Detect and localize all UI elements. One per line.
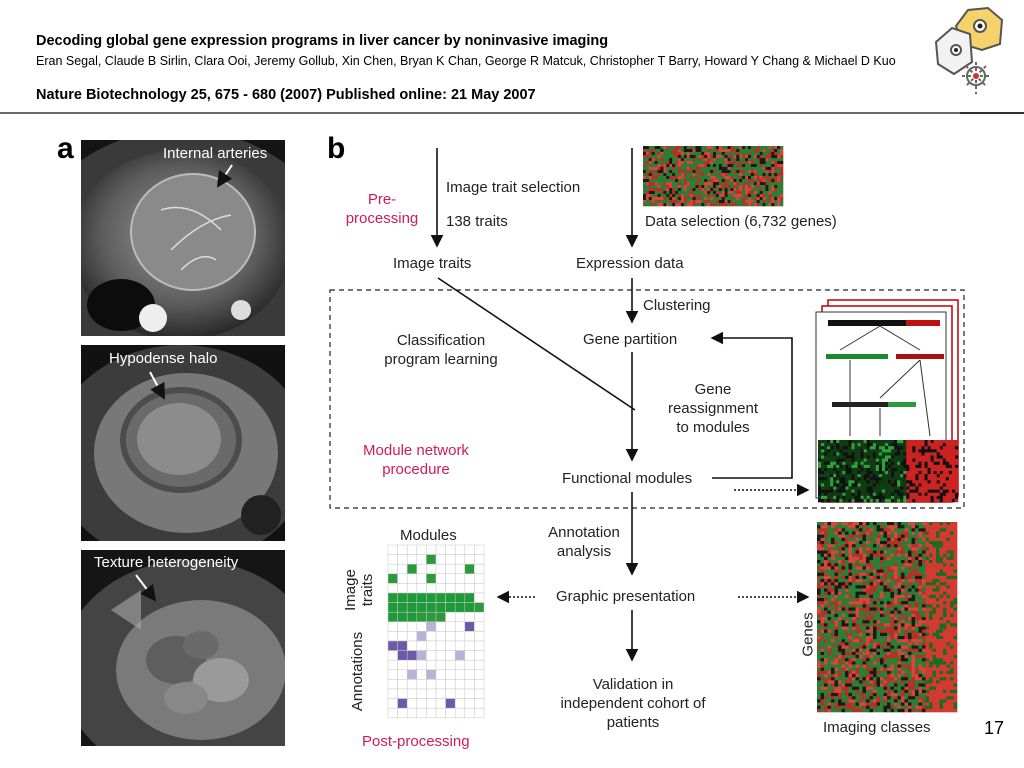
traits-count-label: 138 traits <box>446 213 508 230</box>
expression-data-label: Expression data <box>576 255 684 272</box>
header-divider-accent <box>960 112 1024 114</box>
graphic-presentation-label: Graphic presentation <box>556 588 696 605</box>
panel-a-letter: a <box>57 132 74 165</box>
ct-label-texture-heterogeneity: Texture heterogeneity <box>94 554 239 571</box>
classification-label: Classification program learning <box>384 332 498 368</box>
line-image-traits-diagonal <box>437 277 636 411</box>
modules-label: Modules <box>400 527 457 544</box>
module-network-label: Module network procedure <box>363 442 469 478</box>
gene-reassignment-label: Gene reassignment to modules <box>667 381 759 436</box>
functional-modules-label: Functional modules <box>562 470 693 487</box>
arrow-internal-arteries <box>216 164 233 188</box>
paper-title: Decoding global gene expression programs… <box>36 33 609 49</box>
ct-label-internal-arteries: Internal arteries <box>163 145 268 162</box>
annotation-analysis-label: Annotation analysis <box>548 524 620 560</box>
gene-partition-label: Gene partition <box>583 331 678 348</box>
arrow-feedback-loop <box>710 331 793 479</box>
ct-image-texture-heterogeneity: Texture heterogeneity <box>81 550 285 746</box>
header-divider <box>0 112 1024 114</box>
imaging-classes-heatmap <box>817 522 958 713</box>
cartoon-logo-icon <box>934 6 1004 94</box>
page-number: 17 <box>984 718 1005 738</box>
module-network-box <box>329 289 965 509</box>
pre-processing-label: Pre- processing <box>345 191 419 227</box>
arrow-texture <box>135 574 157 602</box>
ct-image-internal-arteries: Internal arteries <box>81 140 285 336</box>
clustering-label: Clustering <box>643 297 711 314</box>
ct-label-hypodense-halo: Hypodense halo <box>109 350 218 367</box>
module-heatmap <box>818 440 959 503</box>
journal-citation: Nature Biotechnology 25, 675 - 680 (2007… <box>36 87 536 103</box>
annotations-axis-label: Annotations <box>349 631 367 712</box>
data-selection-label: Data selection (6,732 genes) <box>645 213 837 230</box>
genes-axis-label: Genes <box>799 612 817 657</box>
paper-authors: Eran Segal, Claude B Sirlin, Clara Ooi, … <box>36 54 896 68</box>
image-trait-selection-label: Image trait selection <box>446 179 581 196</box>
validation-label: Validation in independent cohort of pati… <box>560 676 706 731</box>
panel-b-letter: b <box>327 132 346 165</box>
image-traits-axis-label: Image traits <box>342 569 376 611</box>
modules-grid <box>387 544 485 719</box>
arrow-hypodense-halo <box>149 371 165 400</box>
image-traits-label: Image traits <box>393 255 472 272</box>
expression-heatmap-top <box>643 146 784 207</box>
imaging-classes-label: Imaging classes <box>823 719 931 736</box>
ct-image-hypodense-halo: Hypodense halo <box>81 345 285 541</box>
post-processing-label: Post-processing <box>362 733 470 750</box>
